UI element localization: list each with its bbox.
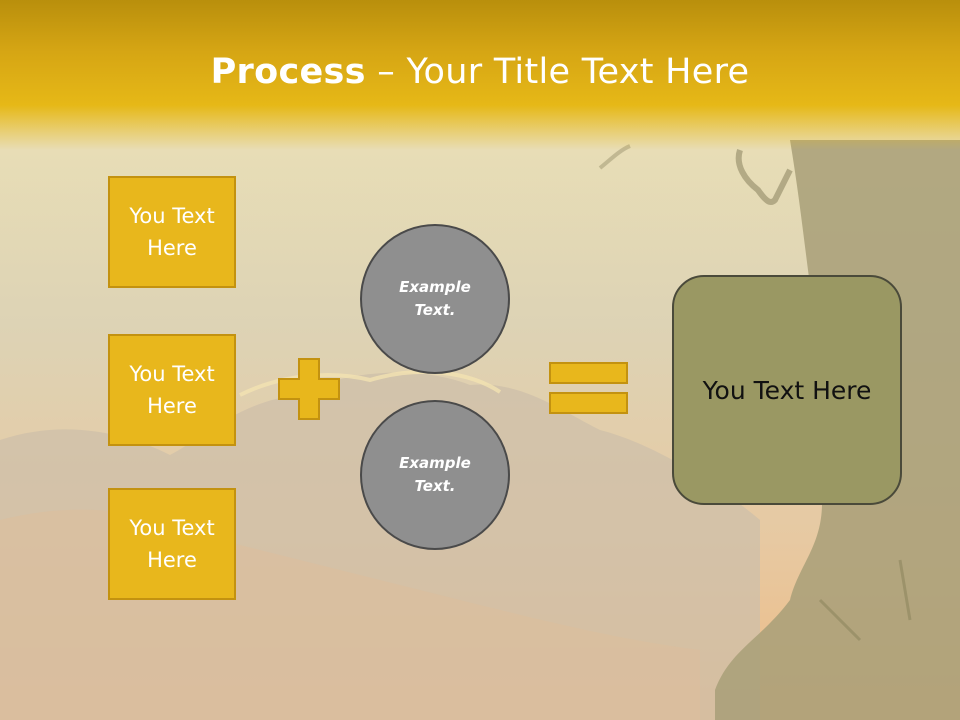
text-box-2[interactable]: You Text Here: [108, 334, 236, 446]
text-box-3[interactable]: You Text Here: [108, 488, 236, 600]
text-box-label: You Text Here: [129, 362, 215, 418]
text-box-label: You Text Here: [129, 516, 215, 572]
result-box[interactable]: You Text Here: [672, 275, 902, 505]
circle-label: Example Text.: [399, 454, 471, 495]
equals-icon: [549, 362, 628, 414]
slide-title: Process – Your Title Text Here: [0, 52, 960, 92]
example-circle-2[interactable]: Example Text.: [360, 400, 510, 550]
title-strong: Process: [210, 52, 366, 92]
circle-label: Example Text.: [399, 278, 471, 319]
example-circle-1[interactable]: Example Text.: [360, 224, 510, 374]
title-rest: – Your Title Text Here: [365, 52, 750, 92]
title-bar: [0, 0, 960, 150]
result-label: You Text Here: [702, 375, 872, 405]
plus-icon: [278, 358, 340, 420]
text-box-1[interactable]: You Text Here: [108, 176, 236, 288]
text-box-label: You Text Here: [129, 204, 215, 260]
